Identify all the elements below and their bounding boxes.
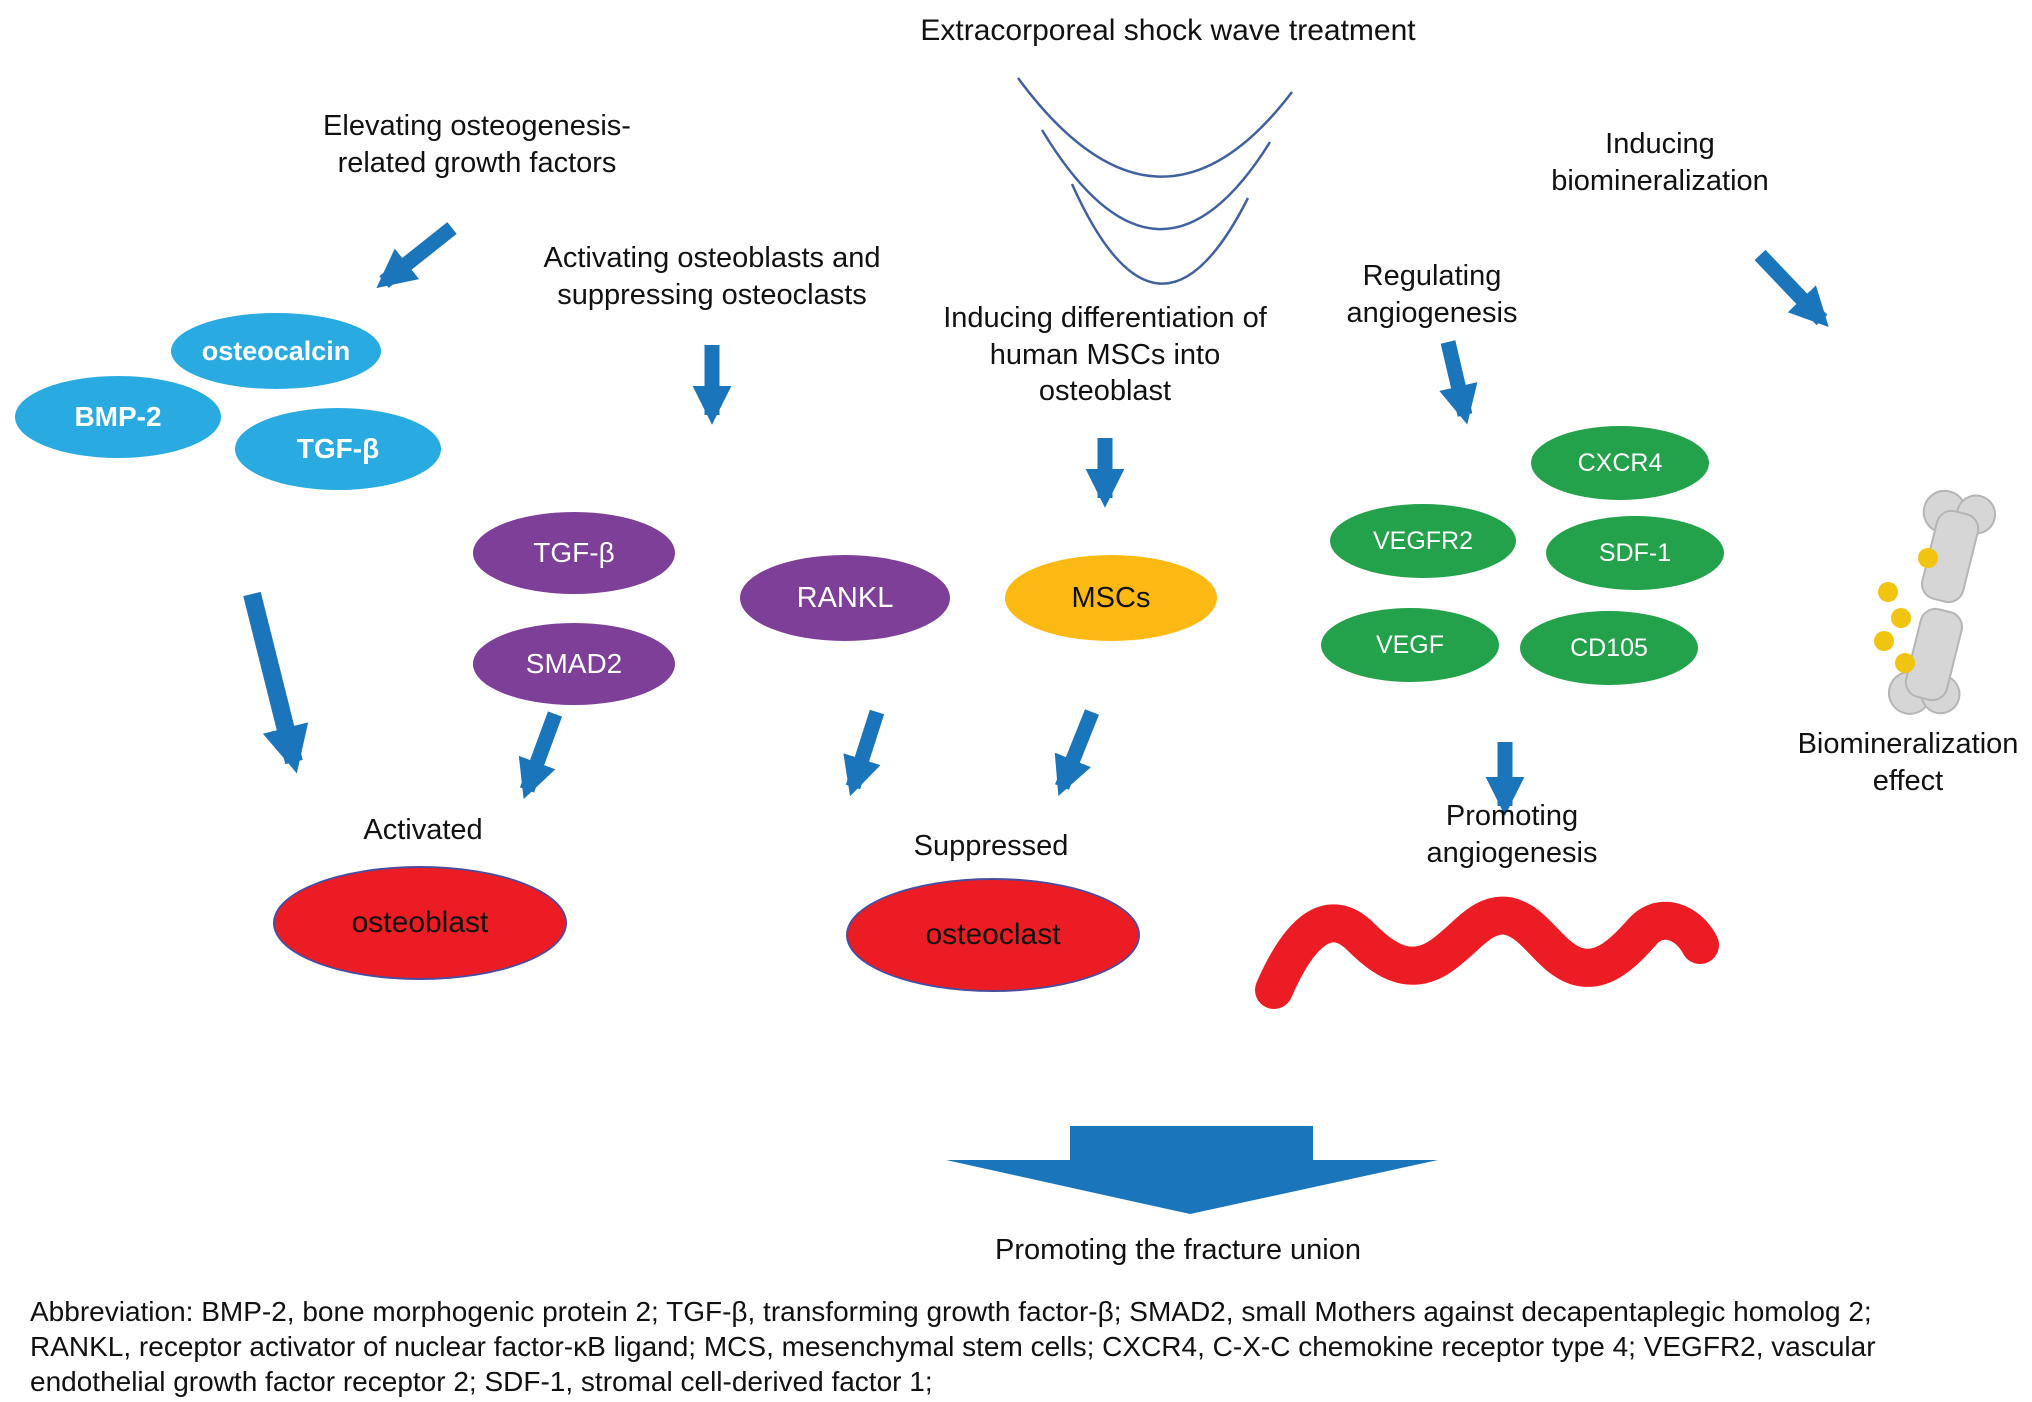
node-rankl: RANKL: [740, 555, 950, 641]
node-osteoclast: osteoclast: [846, 878, 1140, 992]
label-biomineralization-effect: Biomineralization effect: [1797, 728, 2019, 797]
node-smad2: SMAD2: [473, 623, 675, 705]
node-bmp2: BMP-2: [15, 376, 221, 458]
arrow-biomineralization: [1754, 249, 1829, 328]
node-sdf1: SDF-1: [1546, 516, 1724, 590]
arrow-growth-to-osteoblast: [243, 591, 309, 774]
node-tgfb-purple: TGF-β: [473, 512, 675, 594]
shock-wave-icon: [1016, 77, 1293, 285]
arrow-regulating: [1439, 340, 1478, 425]
node-cd105: CD105: [1520, 611, 1698, 685]
label-activated: Activated: [363, 814, 483, 846]
bone-icon: [1887, 489, 1997, 715]
arrow-elevating: [376, 222, 457, 289]
arrow-rankl-down: [843, 709, 885, 797]
node-vegfr2: VEGFR2: [1330, 504, 1516, 578]
mineral-dots-icon: [1874, 548, 1938, 673]
heading-inducing-biomineralization: Inducing biomineralization: [1551, 128, 1769, 197]
label-promoting-angiogenesis: Promoting angiogenesis: [1426, 800, 1598, 869]
node-mscs: MSCs: [1005, 555, 1217, 641]
node-osteocalcin: osteocalcin: [171, 313, 381, 389]
heading-regulating-angiogenesis: Regulating angiogenesis: [1346, 260, 1518, 329]
label-fracture-union: Promoting the fracture union: [995, 1234, 1361, 1266]
heading-growth-factors: Elevating osteogenesis- related growth f…: [323, 110, 631, 179]
node-tgfb-blue: TGF-β: [235, 408, 441, 490]
node-vegf: VEGF: [1321, 608, 1499, 682]
arrow-mscs-down: [1054, 709, 1099, 797]
blood-vessel-icon: [1255, 896, 1719, 1009]
label-suppressed: Suppressed: [913, 830, 1069, 862]
arrow-smad2-down: [518, 711, 563, 800]
big-down-arrow: [946, 1126, 1438, 1214]
footnote-abbreviations: Abbreviation: BMP-2, bone morphogenic pr…: [30, 1296, 1876, 1397]
node-osteoblast: osteoblast: [273, 866, 567, 980]
node-cxcr4: CXCR4: [1531, 426, 1709, 500]
heading-msc-differentiation: Inducing differentiation of human MSCs i…: [943, 302, 1267, 408]
heading-activating-suppressing: Activating osteoblasts and suppressing o…: [543, 242, 881, 311]
diagram-title: Extracorporeal shock wave treatment: [920, 14, 1416, 47]
